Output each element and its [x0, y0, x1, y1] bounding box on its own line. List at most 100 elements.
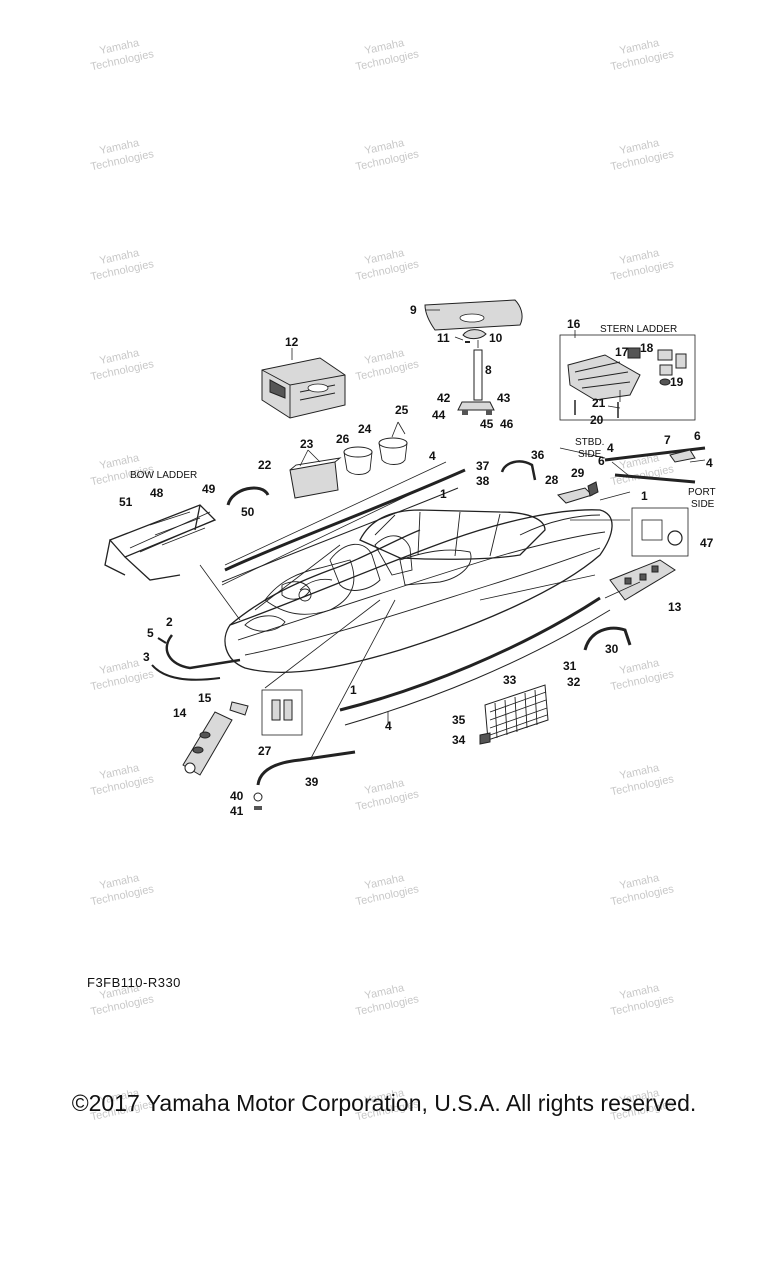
part-27-inset — [261, 689, 303, 736]
callout-6b: 6 — [598, 454, 605, 468]
part-30-handrail — [583, 626, 632, 651]
callout-21: 21 — [592, 396, 606, 410]
part-42-43-bracket — [457, 401, 495, 411]
callout-50: 50 — [241, 505, 255, 519]
part-33-cargo-net — [484, 684, 549, 741]
callout-15: 15 — [198, 691, 212, 705]
callout-35: 35 — [452, 713, 466, 727]
callout-16: 16 — [567, 317, 581, 331]
part-39-handrail — [256, 750, 356, 786]
label-bow-ladder: BOW LADDER — [130, 470, 197, 481]
callout-51: 51 — [119, 495, 133, 509]
callout-1: 1 — [440, 487, 447, 501]
part-47-plate — [631, 507, 689, 557]
callout-20: 20 — [590, 413, 604, 427]
part-29-clip — [587, 481, 599, 497]
callout-25: 25 — [395, 403, 409, 417]
callouts: 1 1 1 2 3 4 4 4 4 5 6 6 7 8 9 10 11 12 1… — [119, 303, 714, 818]
label-stbd-side: SIDE — [578, 449, 602, 460]
part-24-cupholder — [378, 437, 408, 465]
callout-28: 28 — [545, 473, 559, 487]
part-15-bracket — [229, 701, 249, 716]
callout-45: 45 — [480, 417, 494, 431]
callout-36: 36 — [531, 448, 545, 462]
callout-30: 30 — [605, 642, 619, 656]
part-5-screw — [157, 637, 167, 644]
callout-18: 18 — [640, 341, 654, 355]
callout-4: 4 — [429, 449, 436, 463]
part-40-washer — [253, 792, 263, 802]
part-22-bin — [289, 457, 342, 499]
callout-49: 49 — [202, 482, 216, 496]
leader-lines — [199, 309, 706, 761]
callout-48: 48 — [150, 486, 164, 500]
callout-24: 24 — [358, 422, 372, 436]
callout-47: 47 — [700, 536, 714, 550]
callout-27: 27 — [258, 744, 272, 758]
part-8-pole — [473, 349, 483, 401]
part-44-clip — [462, 410, 468, 415]
part-2-bow-rail — [165, 634, 241, 670]
part-41-nut — [254, 806, 262, 810]
part-14-bow-plate — [182, 711, 233, 776]
callout-8: 8 — [485, 363, 492, 377]
diagram-code: F3FB110-R330 — [87, 975, 181, 990]
part-12-cooler — [261, 357, 346, 419]
part-13-tow-plate — [609, 559, 676, 601]
callout-37: 37 — [476, 459, 490, 473]
callout-19: 19 — [670, 375, 684, 389]
label-port: PORT — [688, 487, 716, 498]
callout-2: 2 — [166, 615, 173, 629]
callout-44: 44 — [432, 408, 446, 422]
callout-9: 9 — [410, 303, 417, 317]
callout-10: 10 — [489, 331, 503, 345]
callout-32: 32 — [567, 675, 581, 689]
part-10-cap — [462, 329, 487, 340]
callout-11: 11 — [437, 331, 450, 345]
part-49-handle — [226, 486, 270, 506]
callout-4c: 4 — [706, 456, 713, 470]
part-45-46-clip — [486, 410, 492, 415]
callout-29: 29 — [571, 466, 585, 480]
callout-39: 39 — [305, 775, 319, 789]
callout-5: 5 — [147, 626, 154, 640]
callout-23: 23 — [300, 437, 314, 451]
callout-42: 42 — [437, 391, 451, 405]
callout-14: 14 — [173, 706, 187, 720]
callout-46: 46 — [500, 417, 514, 431]
stern-ladder-box — [559, 334, 696, 421]
bow-ladder — [104, 504, 217, 581]
text-labels: STERN LADDER BOW LADDER STBD. SIDE PORT … — [130, 324, 716, 510]
part-3-bow-rail — [151, 664, 221, 681]
part-28-handle — [557, 487, 593, 504]
part-34-clip — [479, 732, 491, 745]
callout-22: 22 — [258, 458, 272, 472]
callout-4d: 4 — [385, 719, 392, 733]
callout-38: 38 — [476, 474, 490, 488]
callout-4b: 4 — [607, 441, 614, 455]
callout-1b: 1 — [641, 489, 648, 503]
part-9-cover — [424, 299, 523, 331]
rub-rail-lower — [339, 596, 611, 726]
label-port-side: SIDE — [691, 499, 715, 510]
callout-6: 6 — [694, 429, 701, 443]
callout-31: 31 — [563, 659, 577, 673]
callout-12: 12 — [285, 335, 299, 349]
callout-13: 13 — [668, 600, 682, 614]
callout-7: 7 — [664, 433, 671, 447]
callout-40: 40 — [230, 789, 244, 803]
label-stern-ladder: STERN LADDER — [600, 324, 677, 335]
callout-34: 34 — [452, 733, 466, 747]
callout-17: 17 — [615, 345, 629, 359]
callout-43: 43 — [497, 391, 511, 405]
callout-3: 3 — [143, 650, 150, 664]
label-stbd: STBD. — [575, 437, 604, 448]
callout-1c: 1 — [350, 683, 357, 697]
part-36-handrail — [500, 460, 537, 481]
part-7-cleat — [669, 449, 696, 463]
part-26-cupholder — [343, 446, 373, 475]
callout-41: 41 — [230, 804, 244, 818]
callout-26: 26 — [336, 432, 350, 446]
